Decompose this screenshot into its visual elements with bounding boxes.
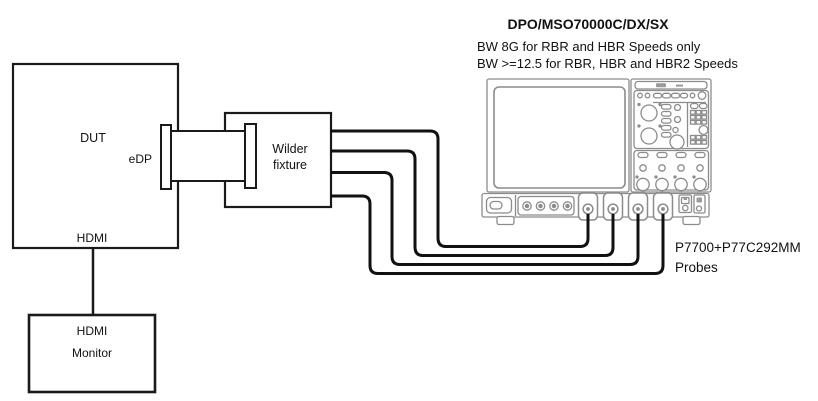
probe-cable-1 [331,129,590,248]
edp-connector-left [160,124,172,190]
wilder-fixture-label: Wilder fixture [256,141,324,173]
hdmi-monitor-label-line1: HDMI [76,324,108,338]
probe-cables [331,129,665,275]
hdmi-monitor-label-line2: Monitor [71,346,112,360]
dut-label: DUT [80,131,106,145]
scope-foot-right [682,215,701,226]
probe-cable-4 [331,194,665,275]
bnc-input-panel [517,195,575,216]
oscilloscope [481,78,712,226]
dut-box [11,62,180,250]
hdmi-monitor-label: HDMI Monitor [42,320,142,364]
hdmi-monitor-box [27,313,157,394]
wilder-fixture-label-line2: fixture [272,158,308,172]
scope-model-title: DPO/MSO70000C/DX/SX [507,16,669,32]
edp-connector-right [244,123,257,189]
probes-label-line2: Probes [675,260,718,275]
disk-icon [680,196,690,205]
control-panel-knobs [637,102,685,150]
probes-label: P7700+P77C292MM Probes [675,238,801,278]
edp-port-label: eDP [128,152,152,166]
edp-ribbon-cable [170,130,247,182]
scope-bandwidth-note-1: BW 8G for RBR and HBR Speeds only [477,39,701,54]
probe-cable-2 [331,149,615,257]
media-port-panel [678,194,693,214]
scope-foot-left [496,215,515,226]
wilder-fixture-label-line1: Wilder [272,142,308,156]
probes-label-line1: P7700+P77C292MM [675,240,801,255]
scope-bandwidth-note-2: BW >=12.5 for RBR, HBR and HBR2 Speeds [477,56,738,71]
control-panel-channel-knobs [633,149,710,192]
control-panel-button-grid [686,102,709,147]
hdmi-port-label: HDMI [76,231,108,245]
usb-port-panel [693,194,706,214]
probe-cable-3 [331,171,640,266]
oscilloscope-screen [493,86,626,189]
usb-icon [696,197,702,203]
